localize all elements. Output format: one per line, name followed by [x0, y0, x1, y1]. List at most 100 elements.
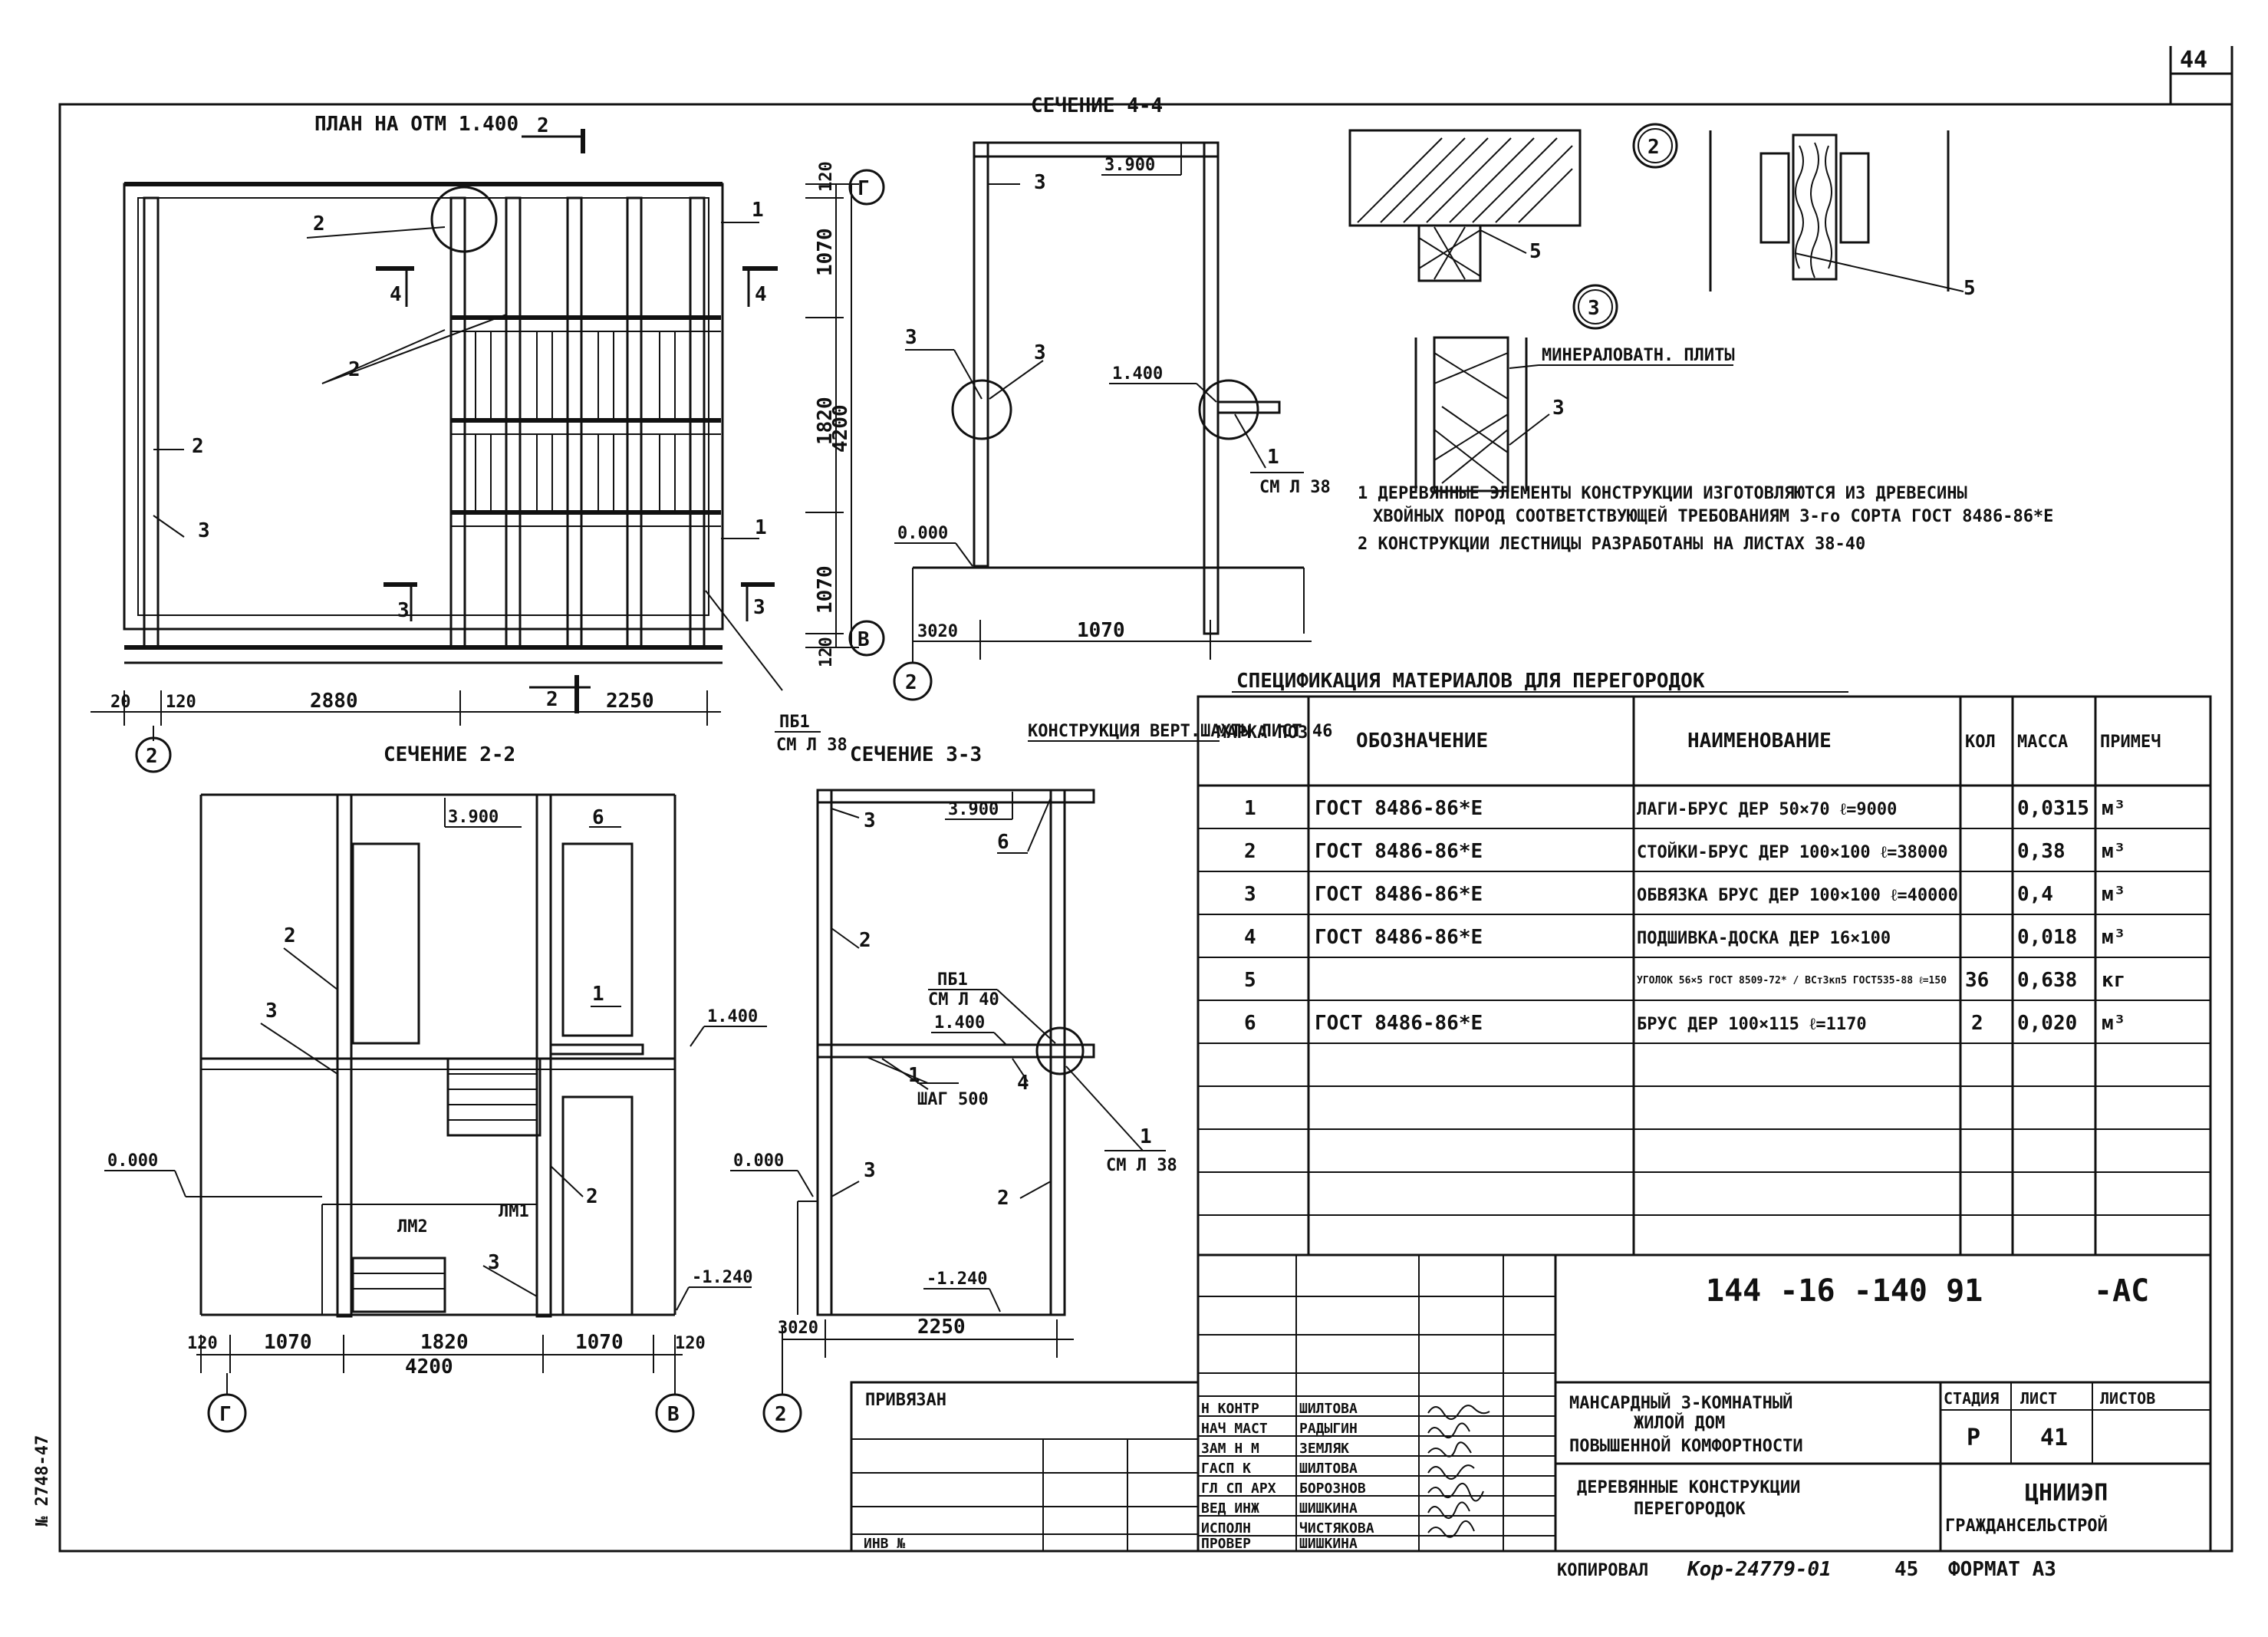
stamp-sheet: 41: [2040, 1425, 2068, 1451]
note-line: ХВОЙНЫХ ПОРОД СООТВЕТСТВУЮЩЕЙ ТРЕБОВАНИЯ…: [1373, 506, 2053, 526]
s33-callout: 4: [1017, 1072, 1029, 1095]
s22-dim: 1070: [575, 1331, 624, 1354]
plan-axis-g: Г: [857, 177, 870, 200]
table-row: 4 ГОСТ 8486-86*Е ПОДШИВКА-ДОСКА ДЕР 16×1…: [1244, 926, 2125, 949]
stamp-role: ГАСП К: [1201, 1461, 1251, 1477]
spec-cell: кг: [2102, 969, 2125, 992]
s22-dim: 1820: [420, 1331, 469, 1354]
plan-cut-mark: 3: [397, 599, 410, 622]
stamp-privyazan: ПРИВЯЗАН: [865, 1391, 946, 1410]
detail2-number: 2: [1648, 136, 1660, 159]
spec-table: СПЕЦИФИКАЦИЯ МАТЕРИАЛОВ ДЛЯ ПЕРЕГОРОДОК …: [1197, 670, 2212, 1257]
s22-axis-g: Г: [219, 1403, 232, 1426]
stamp-title: ДЕРЕВЯННЫЕ КОНСТРУКЦИИ: [1577, 1478, 1800, 1497]
s33-callout: 1: [1140, 1125, 1152, 1148]
plan-callout: 1: [752, 199, 764, 222]
s22-callout: 2: [586, 1185, 598, 1208]
section-2-2-title: СЕЧЕНИЕ 2-2: [383, 743, 515, 766]
plan-dim-h: 20: [110, 693, 131, 712]
spec-header-qty: КОЛ: [1965, 733, 1996, 752]
spec-cell: ОБВЯЗКА БРУС ДЕР 100×100 ℓ=40000: [1637, 886, 1958, 905]
s22-callout: 3: [488, 1251, 500, 1274]
spec-cell: м³: [2102, 926, 2125, 949]
detail1-callout: 5: [1529, 240, 1542, 263]
stamp-sheets-header: ЛИСТОВ: [2100, 1389, 2155, 1408]
s22-level-zero: 0.000: [107, 1151, 158, 1171]
s33-step: ШАГ 500: [917, 1090, 989, 1109]
s33-note: КОНСТРУКЦИЯ ВЕРТ.ШАХТЫ ЛИСТ 46: [1028, 722, 1332, 741]
spec-cell: ЛАГИ-БРУС ДЕР 50×70 ℓ=9000: [1637, 800, 1897, 819]
s44-callout: 1: [1267, 446, 1279, 469]
plan-cut-mark: 4: [390, 283, 402, 306]
spec-cell: 0,4: [2017, 883, 2053, 906]
stamp-role: Н КОНТР: [1201, 1401, 1259, 1417]
spec-cell: 0,018: [2017, 926, 2077, 949]
stamp-name: ШИШКИНА: [1299, 1500, 1358, 1517]
detail-2: 2 5: [1632, 123, 1976, 300]
section-4-4: СЕЧЕНИЕ 4-4 3.900 1.400 0.000 3 3 3 1: [893, 94, 1331, 701]
spec-title: СПЕЦИФИКАЦИЯ МАТЕРИАЛОВ ДЛЯ ПЕРЕГОРОДОК: [1236, 670, 1705, 693]
s33-level-bot: -1.240: [927, 1270, 987, 1289]
plan-dim-v: 120: [817, 161, 836, 192]
spec-cell: м³: [2102, 883, 2125, 906]
stamp-project: МАНСАРДНЫЙ 3-КОМНАТНЫЙ: [1569, 1393, 1792, 1413]
plan-title: ПЛАН НА ОТМ 1.400: [314, 113, 518, 136]
plan-view: ПЛАН НА ОТМ 1.400: [91, 113, 885, 773]
spec-cell: БРУС ДЕР 100×115 ℓ=1170: [1637, 1015, 1867, 1034]
spec-cell: ГОСТ 8486-86*Е: [1315, 797, 1483, 820]
stamp-role: ИСПОЛН: [1201, 1520, 1251, 1537]
stamp-inv: ИНВ №: [864, 1536, 905, 1552]
s44-axis: 2: [905, 671, 917, 694]
spec-cell: ГОСТ 8486-86*Е: [1315, 926, 1483, 949]
plan-cut-mark: 4: [755, 283, 767, 306]
stamp-name: БОРОЗНОВ: [1299, 1481, 1366, 1497]
s22-label-lm1: ЛМ1: [499, 1202, 529, 1221]
spec-cell: 36: [1965, 969, 1989, 992]
spec-cell: 0,0315: [2017, 797, 2089, 820]
table-row: 6 ГОСТ 8486-86*Е БРУС ДЕР 100×115 ℓ=1170…: [1244, 1012, 2125, 1035]
s33-level-zero: 0.000: [733, 1151, 784, 1171]
stamp-copy-no: 45: [1894, 1558, 1918, 1581]
stamp-role: ПРОВЕР: [1201, 1536, 1251, 1552]
spec-header-mass: МАССА: [2017, 733, 2068, 752]
section-2-2: СЕЧЕНИЕ 2-2 3.900 1.400 0.000: [104, 743, 767, 1433]
stamp-org: ГРАЖДАНСЕЛЬСТРОЙ: [1945, 1516, 2108, 1536]
spec-cell: ГОСТ 8486-86*Е: [1315, 1012, 1483, 1035]
side-archive-number: № 2748-47: [33, 1435, 52, 1527]
sheet-frame: 4 4 № 2748-47: [33, 46, 2233, 1553]
plan-cut-mark: 2: [546, 688, 558, 711]
spec-cell: ГОСТ 8486-86*Е: [1315, 840, 1483, 863]
spec-cell: 6: [1244, 1012, 1256, 1035]
note-line: 1 ДЕРЕВЯННЫЕ ЭЛЕМЕНТЫ КОНСТРУКЦИИ ИЗГОТО…: [1358, 484, 1967, 503]
plan-dim-v: 1070: [814, 565, 837, 614]
section-3-3: СЕЧЕНИЕ 3-3 КОНСТРУКЦИЯ ВЕРТ.ШАХТЫ ЛИСТ …: [730, 722, 1332, 1433]
detail3-insulation: МИНЕРАЛОВАТН. ПЛИТЫ: [1542, 346, 1735, 365]
plan-dim-v: 4200: [829, 404, 852, 453]
spec-cell: 0,020: [2017, 1012, 2077, 1035]
spec-cell: м³: [2102, 797, 2125, 820]
stamp-copy: КОПИРОВАЛ: [1557, 1561, 1648, 1580]
plan-dim-v: 120: [817, 637, 836, 667]
s44-dim: 1070: [1077, 619, 1125, 642]
stamp-name: РАДЫГИН: [1299, 1421, 1358, 1437]
spec-header-note: ПРИМЕЧ: [2100, 733, 2161, 752]
plan-axis-2: 2: [146, 745, 158, 768]
s44-level-top: 3.900: [1104, 156, 1155, 175]
stamp-role: ВЕД ИНЖ: [1201, 1500, 1259, 1517]
s44-ref: СМ Л 38: [1259, 478, 1331, 497]
table-row: 3 ГОСТ 8486-86*Е ОБВЯЗКА БРУС ДЕР 100×10…: [1244, 883, 2125, 906]
plan-dim-v: 1070: [814, 228, 837, 276]
spec-header-mark: МАРКА ПОЗ: [1216, 723, 1308, 743]
plan-cut-mark: 2: [537, 114, 549, 137]
s33-callout: 6: [997, 831, 1009, 854]
s33-dim: 3020: [778, 1319, 818, 1338]
s22-level-top: 3.900: [448, 808, 499, 827]
table-row: 1 ГОСТ 8486-86*Е ЛАГИ-БРУС ДЕР 50×70 ℓ=9…: [1244, 797, 2125, 820]
plan-pb-ref: СМ Л 38: [776, 736, 848, 755]
plan-dim-v: 1820: [814, 397, 837, 445]
s22-level-mid: 1.400: [707, 1007, 758, 1026]
spec-cell: 2: [1244, 840, 1256, 863]
stamp-copy-sign: Кор-24779-01: [1687, 1558, 1832, 1581]
stamp-name: ЧИСТЯКОВА: [1299, 1520, 1374, 1537]
s22-dim: 120: [187, 1334, 218, 1353]
